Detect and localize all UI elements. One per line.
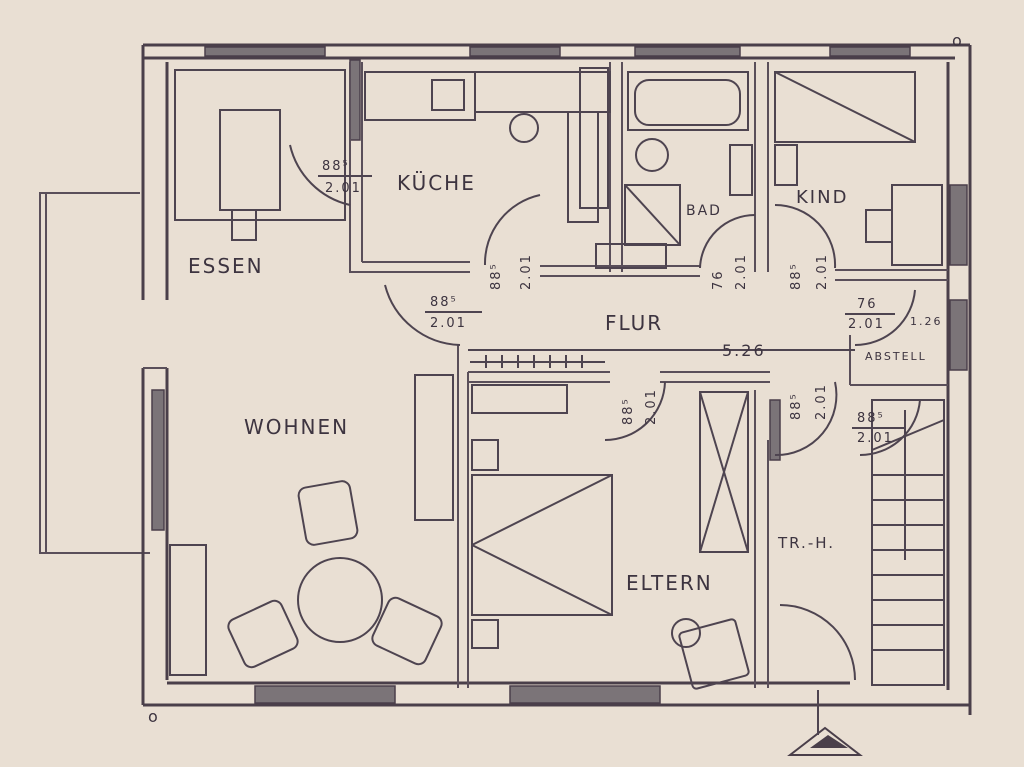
- dim-abstell-door-width: 76: [857, 297, 878, 312]
- room-label-kueche: KÜCHE: [397, 171, 476, 195]
- room-label-eltern: ELTERN: [626, 571, 713, 595]
- room-label-flur: FLUR: [605, 311, 663, 335]
- room-label-treppenhaus: TR.-H.: [777, 534, 835, 552]
- dim-kueche-door-width: 88⁵: [489, 262, 504, 290]
- outer-walls: [141, 43, 972, 715]
- dim-th-door-height: 2.01: [857, 431, 894, 446]
- windows: [151, 46, 968, 704]
- dim-kind-door-width: 88⁵: [789, 262, 804, 290]
- dim-eltern-door2-height: 2.01: [814, 383, 829, 420]
- dim-eltern-door2-width: 88⁵: [789, 392, 804, 420]
- dim-flur-left-width: 88⁵: [430, 295, 458, 310]
- dim-essen-door-height: 2.01: [325, 181, 362, 196]
- essen-furniture: [174, 69, 346, 241]
- terrace-outline: [39, 192, 150, 554]
- interior-walls: [143, 62, 948, 688]
- door-swings: [289, 144, 921, 681]
- entrance-arrow: [787, 690, 863, 756]
- room-label-essen: ESSEN: [188, 254, 264, 278]
- dim-bad-door-height: 2.01: [734, 253, 749, 290]
- dim-kueche-door-height: 2.01: [519, 253, 534, 290]
- dim-flur-left-height: 2.01: [430, 316, 467, 331]
- dim-abstell-depth: 1.26: [910, 315, 943, 328]
- dim-kind-door-height: 2.01: [815, 253, 830, 290]
- radiator-ticks: [470, 355, 605, 368]
- bath-fixtures: [595, 71, 753, 269]
- wohnen-furniture: [169, 374, 454, 676]
- dim-flur-length: 5.26: [722, 341, 766, 360]
- eltern-furniture: [471, 384, 750, 690]
- kitchen-furniture: [364, 67, 611, 223]
- dim-eltern-door-height: 2.01: [644, 388, 659, 425]
- dim-abstell-door-height: 2.01: [848, 317, 885, 332]
- corner-marker-top: o: [952, 31, 964, 50]
- dim-essen-door-width: 88⁵: [322, 159, 350, 174]
- room-label-kind: KIND: [796, 187, 848, 208]
- kind-furniture: [774, 71, 943, 266]
- room-label-bad: BAD: [686, 203, 722, 219]
- corner-marker-bottom: o: [148, 707, 160, 726]
- dim-eltern-door-width: 88⁵: [621, 397, 636, 425]
- dim-bad-door-width: 76: [711, 269, 726, 290]
- room-label-abstell: ABSTELL: [865, 350, 927, 363]
- room-label-wohnen: WOHNEN: [244, 415, 349, 439]
- dim-th-door-width: 88⁵: [857, 411, 885, 426]
